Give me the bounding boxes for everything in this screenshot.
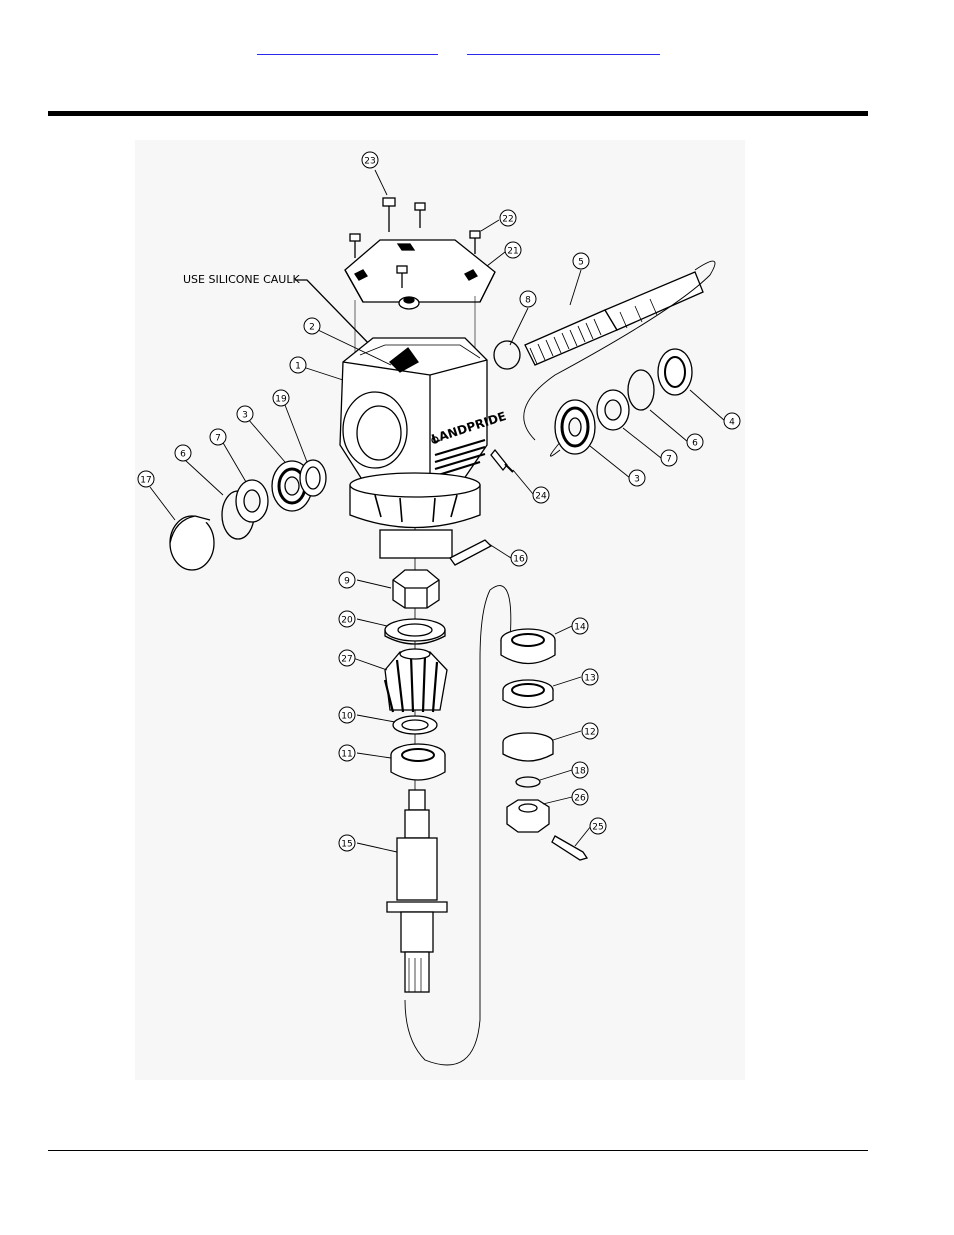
callout-bubble-4	[723, 412, 741, 430]
callout-bubble-2	[303, 317, 321, 335]
callout-label-15: 15	[341, 840, 352, 850]
callout-bubble-21	[504, 241, 522, 259]
callout-bubble-11	[338, 744, 356, 762]
callout-label-1: 1	[295, 362, 301, 372]
callout-label-10: 10	[341, 712, 353, 722]
part-washer-10	[392, 715, 438, 735]
callout-label-23: 23	[364, 157, 375, 167]
part-washer-18	[515, 776, 541, 788]
callout-label-6: 6	[180, 450, 186, 460]
callout-bubble-17	[137, 470, 155, 488]
part-bearing-3b	[554, 399, 596, 455]
part-output-shaft-15	[386, 789, 448, 993]
callout-label-9: 9	[344, 577, 350, 587]
callout-label-25: 25	[592, 823, 603, 833]
base-flange	[349, 472, 481, 559]
callout-label-24: 24	[535, 492, 547, 502]
callout-label-20: 20	[341, 616, 353, 626]
callout-label-7: 7	[215, 434, 221, 444]
callout-label-7: 7	[666, 455, 672, 465]
callout-label-21: 21	[507, 247, 518, 257]
callouts: 2322215821193761746732416920271011151413…	[137, 151, 741, 852]
callout-bubble-16	[510, 549, 528, 567]
footer-rule	[48, 1150, 868, 1151]
header-link-right[interactable]	[467, 40, 660, 55]
callout-bubble-20	[338, 610, 356, 628]
callout-bubble-8	[519, 290, 537, 308]
part-cup-13	[502, 679, 554, 709]
callout-label-3: 3	[634, 475, 640, 485]
callout-label-13: 13	[584, 674, 595, 684]
callout-label-26: 26	[574, 794, 586, 804]
part-cotter-pin-16	[449, 539, 493, 566]
part-bearing-11	[390, 743, 446, 781]
callout-leaders	[149, 169, 726, 853]
part-cotter-pin-25	[551, 835, 589, 861]
callout-label-11: 11	[341, 750, 352, 760]
callout-bubble-26	[571, 788, 589, 806]
cover-bolts	[349, 197, 481, 368]
callout-label-2: 2	[309, 323, 315, 333]
callout-bubble-9	[338, 571, 356, 589]
callout-label-12: 12	[584, 728, 595, 738]
callout-bubble-6	[174, 444, 192, 462]
callout-label-17: 17	[140, 476, 151, 486]
gearbox-housing: LANDPRIDE	[339, 337, 508, 493]
exploded-gearbox-diagram: USE SILICONE CAULK LANDPRIDE	[135, 140, 745, 1080]
callout-bubble-3	[236, 405, 254, 423]
callout-bubble-10	[338, 706, 356, 724]
part-washer-19	[299, 459, 327, 497]
note-silicone-caulk: USE SILICONE CAULK	[183, 273, 300, 286]
callout-bubble-14	[571, 617, 589, 635]
callout-label-4: 4	[729, 418, 735, 428]
callout-label-14: 14	[574, 623, 586, 633]
input-shaft	[524, 271, 704, 366]
callout-bubble-23	[361, 151, 379, 169]
part-cone-12	[502, 732, 554, 762]
callout-label-8: 8	[525, 296, 531, 306]
callout-bubble-18	[571, 761, 589, 779]
part-castle-nut-9	[392, 569, 440, 609]
part-ring-8	[493, 340, 521, 370]
header-link-left[interactable]	[257, 40, 438, 55]
callout-bubble-3	[628, 469, 646, 487]
callout-bubble-13	[581, 668, 599, 686]
part-castle-nut-26	[506, 799, 550, 833]
callout-bubble-7	[209, 428, 227, 446]
callout-label-16: 16	[513, 555, 525, 565]
callout-bubble-1	[289, 356, 307, 374]
callout-label-6: 6	[692, 439, 698, 449]
part-seal-4	[657, 348, 693, 396]
callout-bubble-7	[660, 449, 678, 467]
callout-bubble-5	[572, 252, 590, 270]
callout-label-5: 5	[578, 258, 584, 268]
callout-bubble-27	[338, 649, 356, 667]
callout-bubble-19	[272, 389, 290, 407]
callout-bubble-15	[338, 834, 356, 852]
part-bevel-gear-27	[383, 648, 448, 713]
callout-label-3: 3	[242, 411, 248, 421]
callout-bubble-25	[589, 817, 607, 835]
callout-bubble-12	[581, 722, 599, 740]
part-fitting-24	[490, 448, 514, 473]
callout-label-27: 27	[341, 655, 352, 665]
callout-label-18: 18	[574, 767, 586, 777]
callout-label-19: 19	[275, 395, 287, 405]
part-washer-20	[384, 618, 446, 645]
top-cover	[344, 239, 496, 310]
callout-label-22: 22	[502, 215, 513, 225]
header-rule	[48, 111, 868, 116]
callout-bubble-24	[532, 486, 550, 504]
part-bearing-14	[500, 628, 556, 665]
part-snap-ring-6b	[627, 369, 655, 411]
callout-bubble-22	[499, 209, 517, 227]
callout-bubble-6	[686, 433, 704, 451]
